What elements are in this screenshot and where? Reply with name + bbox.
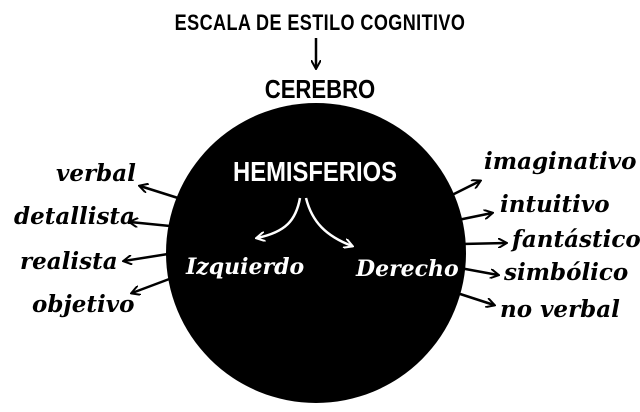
left-hemisphere-label: Izquierdo [186,254,305,280]
left-hemisphere-arrow [257,197,302,238]
arrow-to-fantastico [461,243,506,244]
left-trait-realista: realista [20,248,118,275]
diagram-title: ESCALA DE ESTILO COGNITIVO [174,10,466,35]
hemispheres-title: HEMISFERIOS [233,156,397,187]
arrow-to-objetivo [132,276,173,293]
arrow-to-simbolico [459,266,498,275]
right-trait-imaginativo: imaginativo [484,148,637,175]
arrow-to-no-verbal [453,290,494,305]
arrow-to-realista [124,252,169,261]
arrow-to-imaginativo [449,181,480,198]
arrow-to-detallista [130,222,171,226]
right-hemisphere-label: Derecho [356,256,459,282]
brain-label: CEREBRO [264,74,376,104]
arrow-to-intuitivo [457,213,492,222]
right-trait-fantastico: fantástico [512,226,640,253]
right-trait-simbolico: simbólico [504,259,629,286]
left-trait-detallista: detallista [14,203,135,230]
hemispheres-circle [166,103,466,403]
left-trait-objetivo: objetivo [32,291,135,318]
left-trait-verbal: verbal [56,160,136,187]
right-hemisphere-arrow [304,197,352,246]
right-trait-intuitivo: intuitivo [500,191,610,218]
arrow-to-verbal [140,186,179,200]
right-trait-no-verbal: no verbal [500,296,620,323]
